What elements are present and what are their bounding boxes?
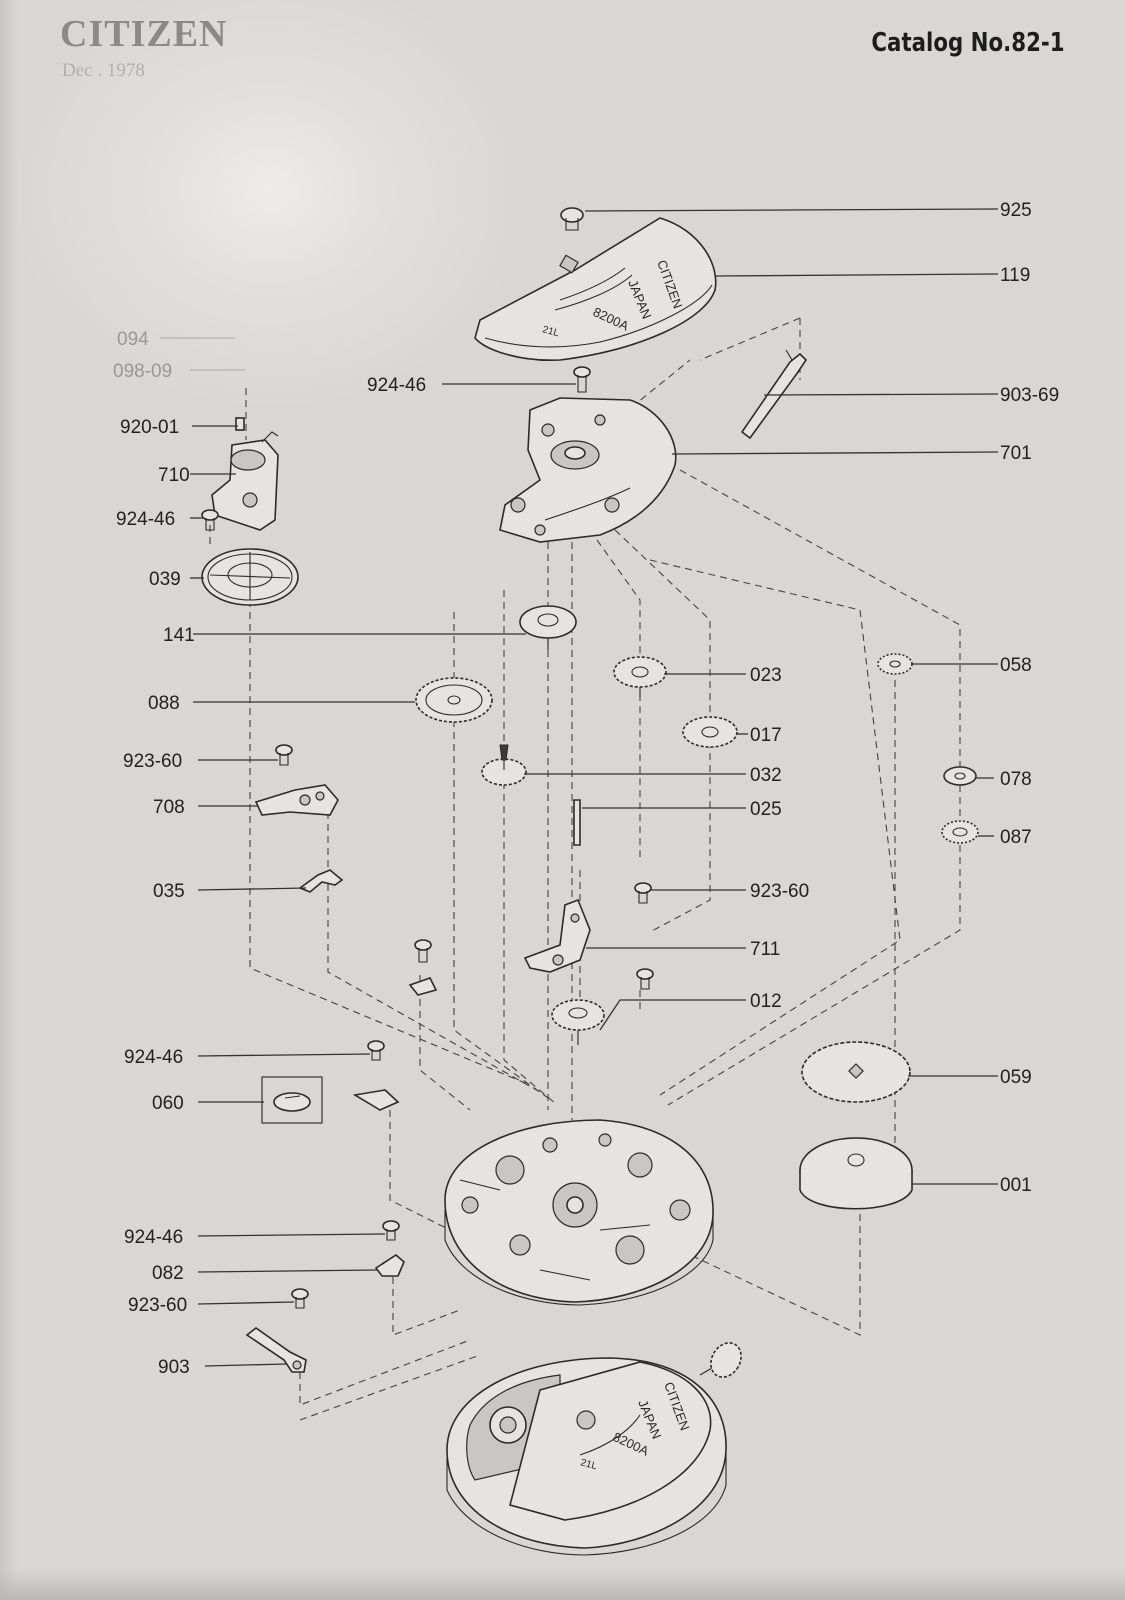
label-035: 035 [153,881,185,902]
label-924-46-c: 924-46 [124,1047,183,1068]
label-078: 078 [1000,769,1032,790]
label-098-09: 098-09 [113,361,172,382]
screw-loose-b-part [636,968,654,990]
label-708: 708 [153,797,185,818]
page-shadow-bottom [0,1570,1125,1600]
date-wheel-059-part [801,1041,911,1103]
gear-017-part [682,716,738,748]
leader-lines [160,208,999,1367]
screw-923-60-b-part [634,882,652,904]
screw-924-46-d-part [382,1220,400,1241]
label-032: 032 [750,765,782,786]
label-025: 025 [750,799,782,820]
label-903-69: 903-69 [1000,385,1059,406]
lever-903-69-part [740,349,808,440]
label-094: 094 [117,329,149,350]
screw-924-46-balance-part [201,509,219,531]
label-920-01: 920-01 [120,417,179,438]
label-119: 119 [1000,265,1030,286]
label-711: 711 [750,939,780,960]
page-shadow-left [0,0,18,1600]
rotor-engraving-jewels: 21L [541,324,560,339]
label-923-60-b: 923-60 [750,881,809,902]
screw-924-46-c-part [367,1040,385,1061]
label-017: 017 [750,725,782,746]
wheel-141-part [519,605,577,650]
plate-708-part [254,784,339,816]
label-923-60-a: 923-60 [123,751,182,772]
label-059: 059 [1000,1067,1032,1088]
label-088: 088 [148,693,180,714]
screw-923-60-a-part [275,744,293,766]
label-058: 058 [1000,655,1032,676]
plate-082-part [374,1253,405,1277]
label-923-60-c: 923-60 [128,1295,187,1316]
label-925: 925 [1000,200,1032,221]
label-701: 701 [1000,443,1032,464]
gear-087-part [941,820,979,844]
label-141: 141 [163,625,195,646]
screw-925-part [560,207,584,231]
label-012: 012 [750,991,782,1012]
label-001: 001 [1000,1175,1032,1196]
assembled-movement-part: CITIZEN JAPAN 8200A 21L [446,1342,742,1556]
label-039: 039 [149,569,181,590]
pinion-025-part [573,799,581,846]
screw-923-60-c-part [291,1288,309,1309]
balance-bridge-710-part [211,431,279,531]
rotor-119-part: CITIZEN JAPAN 8200A 21L [474,217,717,361]
label-023: 023 [750,665,782,686]
label-060: 060 [152,1093,184,1114]
main-plate-part [444,1119,714,1306]
lever-903-part [245,1327,307,1373]
wheel-012-part [551,999,605,1045]
spring-035-part [298,869,344,893]
barrel-001-part [799,1137,913,1210]
label-903: 903 [158,1357,190,1378]
label-924-46-balance: 924-46 [116,509,175,530]
brand-logo: CITIZEN [60,13,228,55]
gear-058-part [877,653,913,675]
movement-engraving-jewels: 21L [579,1457,598,1472]
gear-023-part [613,656,667,697]
screw-920-01-part [235,417,245,431]
part-060-inset [261,1076,400,1124]
washer-078-part [943,766,977,786]
lever-711-part [523,898,591,973]
label-710: 710 [158,465,190,486]
part-number-labels: 925 119 924-46 903-69 701 094 098-09 920… [113,200,1059,1378]
label-924-46-top: 924-46 [367,375,426,396]
balance-wheel-039-part [201,548,299,606]
wheel-032-part [481,744,527,786]
label-087: 087 [1000,827,1032,848]
label-924-46-d: 924-46 [124,1227,183,1248]
bridge-701-part [499,397,677,543]
catalog-date: Dec . 1978 [62,60,145,81]
label-082: 082 [152,1263,184,1284]
screw-loose-a-part [408,939,438,996]
gear-088-part [415,677,493,723]
screw-924-46-top-part [573,366,591,393]
catalog-number: Catalog No.82-1 [871,28,1065,58]
